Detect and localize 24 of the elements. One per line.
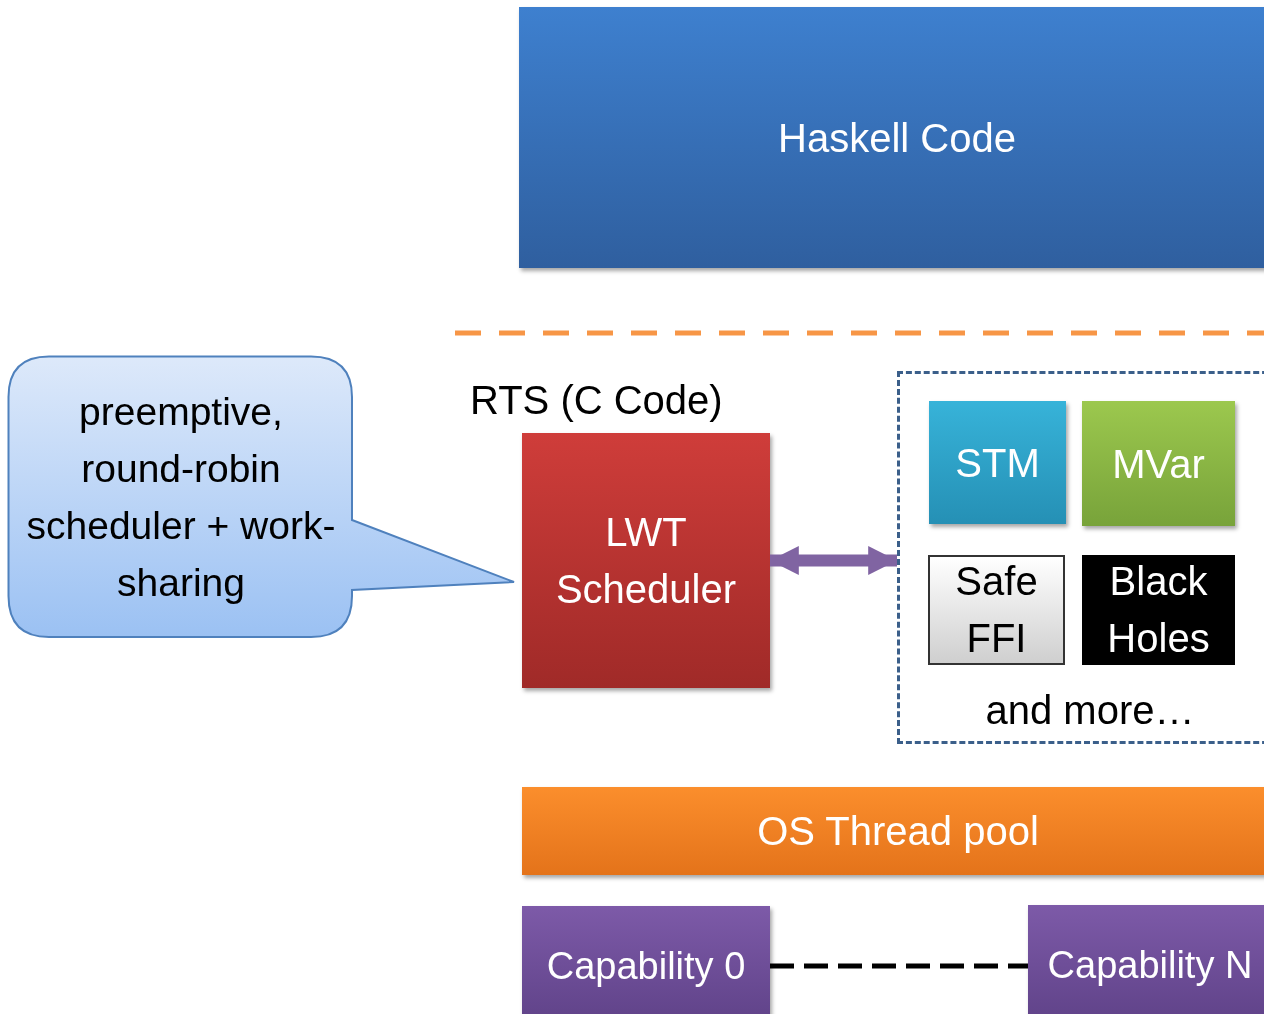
scheduler-box [522, 433, 770, 688]
dashed-group-box [897, 371, 1264, 744]
component-box [928, 555, 1065, 665]
region-label: RTS (C Code) [470, 377, 723, 424]
node-text: Safe FFI [954, 558, 1039, 662]
node-text: OS Thread pool [757, 808, 1039, 855]
node-text: and more… [984, 687, 1196, 734]
code-layer-box [519, 7, 1264, 268]
component-box [1082, 401, 1235, 526]
double-arrow [770, 546, 897, 575]
node-text: Black Holes [1106, 558, 1211, 662]
capability-box [522, 906, 770, 1014]
component-box [929, 401, 1066, 524]
thread-pool-bar [522, 787, 1264, 875]
node-text: Capability N [1047, 942, 1253, 988]
node-text: MVar [1112, 440, 1205, 488]
node-text: preemptive, round-robin scheduler + work-sharing [25, 389, 337, 606]
capability-box [1028, 905, 1264, 1014]
connector-line [770, 963, 1028, 969]
node-text: Haskell Code [778, 114, 1016, 162]
component-box [1082, 555, 1235, 665]
node-text: LWT Scheduler [554, 508, 738, 613]
node-text: STM [955, 439, 1040, 487]
node-text: Capability 0 [546, 943, 746, 989]
